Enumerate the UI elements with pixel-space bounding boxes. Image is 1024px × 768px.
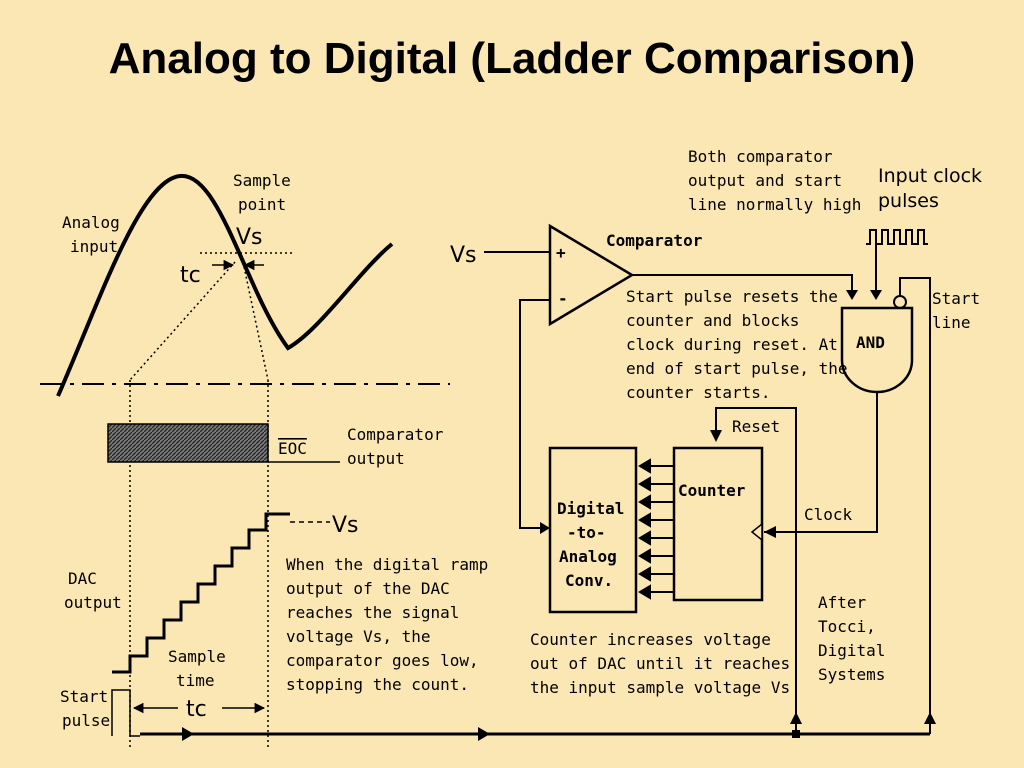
ramp-note-1: When the digital ramp — [286, 555, 488, 574]
credit-1: After — [818, 593, 867, 612]
and-output-wire — [764, 392, 878, 533]
dac-box — [548, 446, 638, 614]
start-pulse-label-2: pulse — [62, 711, 110, 730]
dac-label-4: Conv. — [565, 571, 613, 590]
counter-label: Counter — [678, 481, 745, 500]
analog-input-label-1: Analog — [62, 213, 120, 232]
and-input-arrow-1 — [846, 290, 858, 300]
start-pulse-label-1: Start — [60, 687, 108, 706]
counter-note-1: Counter increases voltage — [530, 630, 771, 649]
analog-input-waveform — [56, 173, 394, 397]
counter-clock-triangle — [750, 522, 763, 542]
reset-arrow — [710, 430, 722, 442]
comparator-note-2: output and start — [688, 171, 842, 190]
clock-pulse-train — [866, 229, 928, 245]
start-pulse-note-4: end of start pulse, the — [626, 359, 848, 378]
eoc-hatched-region — [107, 423, 269, 463]
projection-right — [242, 261, 269, 381]
clock-arrow — [764, 526, 776, 538]
credit-2: Tocci, — [818, 617, 876, 636]
ramp-note-6: stopping the count. — [286, 675, 469, 694]
start-line-arrow-1 — [182, 727, 194, 741]
start-line-up-arrow — [924, 712, 936, 724]
counter-note-2: out of DAC until it reaches — [530, 654, 790, 673]
input-clock-label-2: pulses — [878, 190, 939, 212]
vs-top-label: Vs — [236, 225, 263, 250]
dac-feedback-wire — [519, 299, 550, 529]
comparator-label: Comparator — [606, 231, 702, 250]
reset-label: Reset — [732, 417, 780, 436]
dac-output-label-2: output — [64, 593, 122, 612]
vs-ramp-label: Vs — [332, 513, 359, 538]
vs-input-label: Vs — [450, 243, 477, 268]
credit-3: Digital — [818, 641, 885, 660]
start-line-arrow-2 — [478, 727, 490, 741]
clock-label: Clock — [804, 505, 853, 524]
start-line-label-1: Start — [932, 289, 980, 308]
credit-4: Systems — [818, 665, 885, 684]
comparator-output-label-2: output — [347, 449, 405, 468]
ramp-note-5: comparator goes low, — [286, 651, 479, 670]
start-pulse-note-2: counter and blocks — [626, 311, 799, 330]
ramp-note-2: output of the DAC — [286, 579, 450, 598]
comparator-note-3: line normally high — [688, 195, 861, 214]
dac-label-3: Analog — [559, 547, 617, 566]
comparator-plus: + — [556, 243, 566, 262]
counter-note-3: the input sample voltage Vs — [530, 678, 790, 697]
tc-top-label: tc — [180, 263, 201, 288]
sample-time-label-1: Sample — [168, 647, 226, 666]
comparator-symbol — [548, 223, 635, 327]
projection-left — [129, 261, 236, 381]
slide-title: Analog to Digital (Ladder Comparison) — [108, 34, 916, 83]
ramp-note-4: voltage Vs, the — [286, 627, 431, 646]
start-line-label-2: line — [932, 313, 971, 332]
input-clock-label-1: Input clock — [878, 165, 982, 187]
start-line-wire — [899, 277, 931, 734]
and-input-arrow-2 — [870, 290, 882, 300]
counter-box — [672, 446, 764, 602]
dac-label-2: -to- — [567, 523, 606, 542]
feedback-arrow — [540, 522, 550, 534]
dac-output-label-1: DAC — [68, 569, 97, 588]
comparator-minus: - — [558, 289, 568, 308]
comparator-note-1: Both comparator — [688, 147, 833, 166]
reset-up-arrow — [790, 712, 802, 724]
tc-bottom-label: tc — [186, 697, 207, 722]
comparator-output-wire — [632, 274, 853, 296]
start-pulse-note-5: counter starts. — [626, 383, 771, 402]
dac-staircase — [112, 512, 290, 674]
counter-dac-bus — [638, 458, 674, 600]
sample-point-label-1: Sample — [233, 171, 291, 190]
ramp-note-3: reaches the signal — [286, 603, 459, 622]
start-pulse-waveform — [111, 689, 140, 737]
sample-time-label-2: time — [176, 671, 215, 690]
start-pulse-note-3: clock during reset. At — [626, 335, 838, 354]
comparator-output-label-1: Comparator — [347, 425, 444, 444]
and-gate-symbol — [840, 306, 914, 394]
eoc-label: EOC — [278, 439, 307, 458]
reset-wire — [715, 407, 797, 734]
sample-point-label-2: point — [238, 195, 286, 214]
start-pulse-note-1: Start pulse resets the — [626, 287, 838, 306]
analog-input-label-2: input — [70, 237, 118, 256]
dac-label-1: Digital — [557, 499, 624, 518]
and-label: AND — [856, 333, 885, 352]
and-inverter-bubble — [893, 295, 907, 309]
